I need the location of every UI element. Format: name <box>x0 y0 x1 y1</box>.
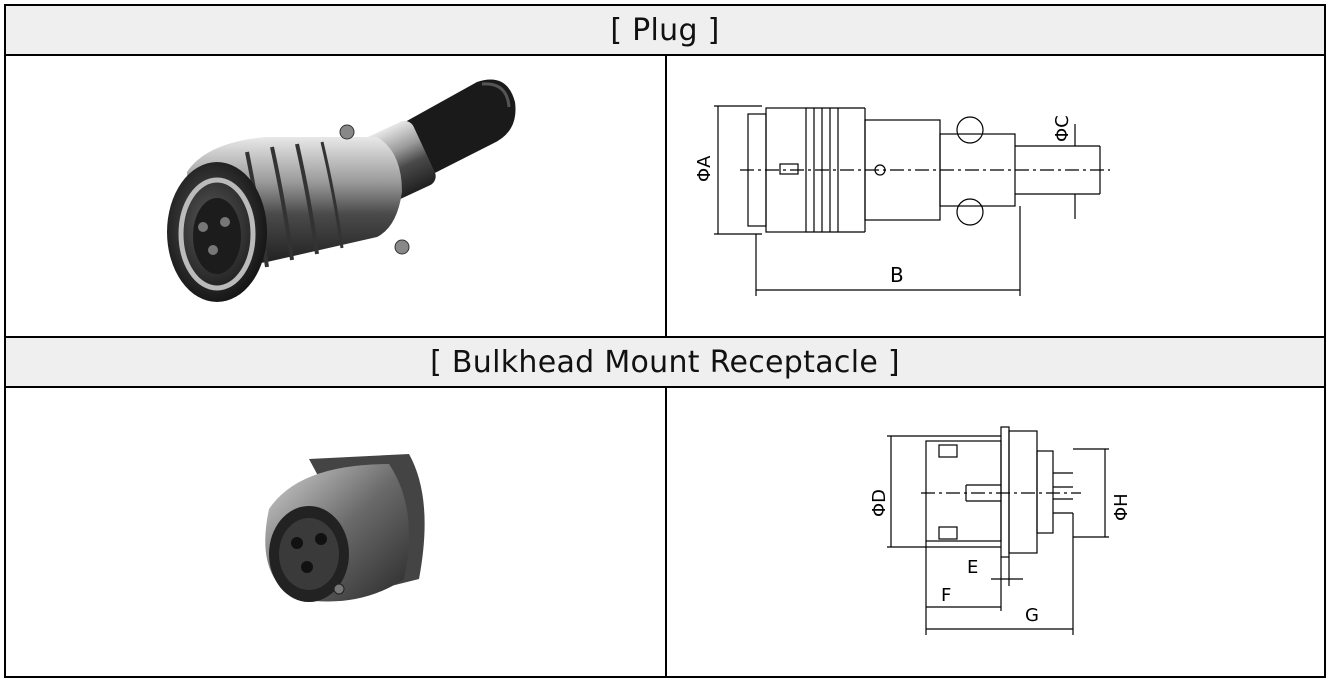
receptacle-section-header: [ Bulkhead Mount Receptacle ] <box>6 336 1324 388</box>
dim-label-phi-a: ΦA <box>694 155 715 182</box>
receptacle-dimension-drawing: ΦD ΦH E F G <box>841 421 1141 635</box>
plug-photo <box>147 62 523 330</box>
spec-table: [ Plug ] <box>4 4 1326 678</box>
dim-label-phi-d: ΦD <box>869 489 890 517</box>
plug-header-text: [ Plug ] <box>610 12 720 48</box>
receptacle-photo <box>239 439 439 615</box>
dim-label-g: G <box>1025 605 1039 626</box>
dim-label-e: E <box>967 557 978 578</box>
dim-label-b: B <box>890 263 904 287</box>
dim-label-f: F <box>941 585 951 606</box>
dim-label-phi-h: ΦH <box>1111 493 1132 521</box>
plug-dimension-drawing: B ΦA ΦC <box>670 84 1120 298</box>
plug-section-header: [ Plug ] <box>6 6 1324 56</box>
dim-label-phi-c: ΦC <box>1052 115 1073 142</box>
receptacle-header-text: [ Bulkhead Mount Receptacle ] <box>430 344 900 380</box>
column-divider-bottom <box>665 388 667 678</box>
column-divider-top <box>665 56 667 336</box>
